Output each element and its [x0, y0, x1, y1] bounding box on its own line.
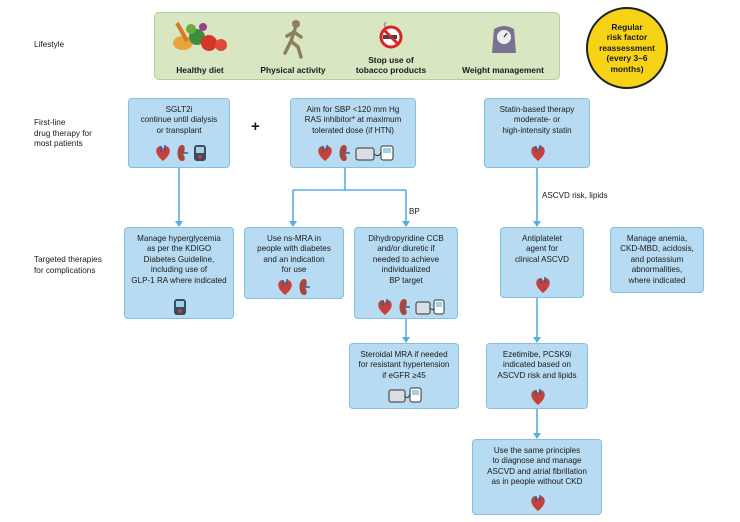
heart-icon: [318, 145, 332, 161]
box-statin: Statin-based therapy moderate- or high-i…: [484, 98, 590, 168]
box-steroidal-mra-text: Steroidal MRA if needed for resistant hy…: [358, 350, 450, 380]
edge-label-ascvd: ASCVD risk, lipids: [542, 191, 608, 200]
bp-monitor-icon: [415, 299, 445, 315]
lifestyle-band: Healthy diet Physical activity Stop use …: [154, 12, 560, 80]
box-bp-therapy-text: Aim for SBP <120 mm Hg RAS inhibitor* at…: [304, 105, 402, 135]
plus-sign: +: [251, 118, 260, 135]
heart-icon: [531, 495, 545, 511]
bp-monitor-icon: [388, 387, 422, 403]
reassessment-text: Regular risk factor reassessment (every …: [599, 21, 655, 74]
weight-scale-icon: [492, 26, 516, 53]
reassessment-circle: Regular risk factor reassessment (every …: [586, 7, 668, 89]
box-same-principles-text: Use the same principles to diagnose and …: [487, 446, 587, 487]
box-ezetimibe: Ezetimibe, PCSK9i indicated based on ASC…: [486, 343, 588, 409]
glucose-meter-icon: [174, 299, 186, 315]
box-ns-mra-text: Use ns-MRA in people with diabetes and a…: [257, 234, 331, 275]
row-label-first-line: First-line drug therapy for most patient…: [34, 118, 92, 148]
heart-icon: [156, 145, 170, 161]
healthy-diet-icon: [173, 22, 227, 51]
box-bp-therapy: Aim for SBP <120 mm Hg RAS inhibitor* at…: [290, 98, 416, 168]
heart-icon: [378, 299, 392, 315]
edge-label-bp: BP: [409, 207, 420, 216]
row-label-lifestyle: Lifestyle: [34, 40, 65, 49]
heart-icon: [531, 389, 545, 405]
lifestyle-healthy-diet-label: Healthy diet: [176, 65, 224, 75]
glucose-meter-icon: [194, 145, 206, 161]
box-sglt2i-text: SGLT2i continue until dialysis or transp…: [140, 105, 218, 135]
running-person-icon: [283, 20, 303, 59]
heart-icon: [536, 277, 550, 293]
box-hyperglycemia-text: Manage hyperglycemia as per the KDIGO Di…: [131, 234, 227, 285]
box-ccb: Dihydropyridine CCB and/or diuretic if n…: [354, 227, 458, 319]
heart-icon: [531, 145, 545, 161]
box-anemia-text: Manage anemia, CKD-MBD, acidosis, and po…: [620, 234, 694, 285]
kidney-icon: [339, 145, 350, 161]
no-smoking-icon: [379, 21, 403, 49]
box-antiplatelet: Antiplatelet agent for clinical ASCVD: [500, 227, 584, 298]
row-label-targeted: Targeted therapies for complications: [34, 255, 102, 275]
box-same-principles: Use the same principles to diagnose and …: [472, 439, 602, 515]
kidney-icon: [177, 145, 188, 161]
bp-monitor-icon: [355, 145, 394, 161]
box-ezetimibe-text: Ezetimibe, PCSK9i indicated based on ASC…: [497, 350, 577, 380]
kidney-icon: [299, 279, 310, 295]
box-ns-mra: Use ns-MRA in people with diabetes and a…: [244, 227, 344, 299]
box-anemia: Manage anemia, CKD-MBD, acidosis, and po…: [610, 227, 704, 293]
box-ccb-text: Dihydropyridine CCB and/or diuretic if n…: [368, 234, 444, 285]
lifestyle-tobacco-label: Stop use of tobacco products: [355, 55, 427, 75]
box-steroidal-mra: Steroidal MRA if needed for resistant hy…: [349, 343, 459, 409]
box-sglt2i: SGLT2i continue until dialysis or transp…: [128, 98, 230, 168]
box-hyperglycemia: Manage hyperglycemia as per the KDIGO Di…: [124, 227, 234, 319]
kidney-icon: [399, 299, 410, 315]
box-antiplatelet-text: Antiplatelet agent for clinical ASCVD: [515, 234, 569, 264]
heart-icon: [278, 279, 292, 295]
lifestyle-weight-label: Weight management: [462, 65, 544, 75]
box-statin-text: Statin-based therapy moderate- or high-i…: [499, 105, 575, 135]
lifestyle-physical-activity-label: Physical activity: [260, 65, 326, 75]
